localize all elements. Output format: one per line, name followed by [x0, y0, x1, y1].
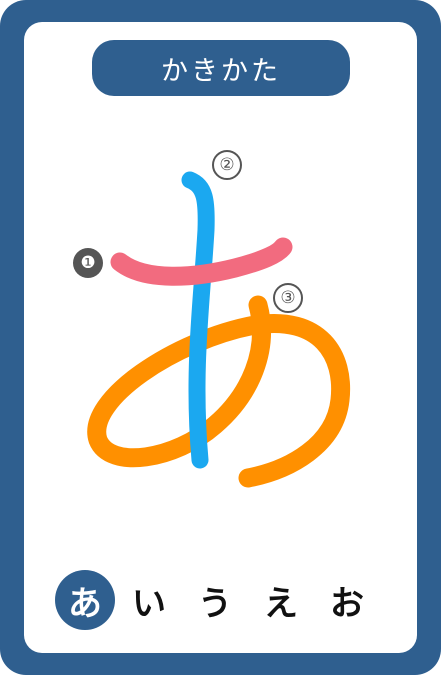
stroke-order-2: ②: [212, 150, 242, 180]
kana-a[interactable]: あ: [55, 570, 115, 630]
stroke-3-path: [87, 295, 351, 488]
kana-e[interactable]: え: [264, 583, 298, 624]
stroke-order-1: ❶: [73, 248, 103, 278]
kana-o[interactable]: お: [330, 583, 364, 624]
kana-row: あ い う え お: [55, 570, 387, 630]
stroke-2-path: [181, 171, 215, 469]
stroke-1-path: [110, 237, 293, 286]
kana-u[interactable]: う: [198, 583, 232, 624]
card-title: かきかた: [92, 40, 350, 96]
kana-i[interactable]: い: [132, 583, 166, 624]
stroke-order-3: ③: [273, 283, 303, 313]
